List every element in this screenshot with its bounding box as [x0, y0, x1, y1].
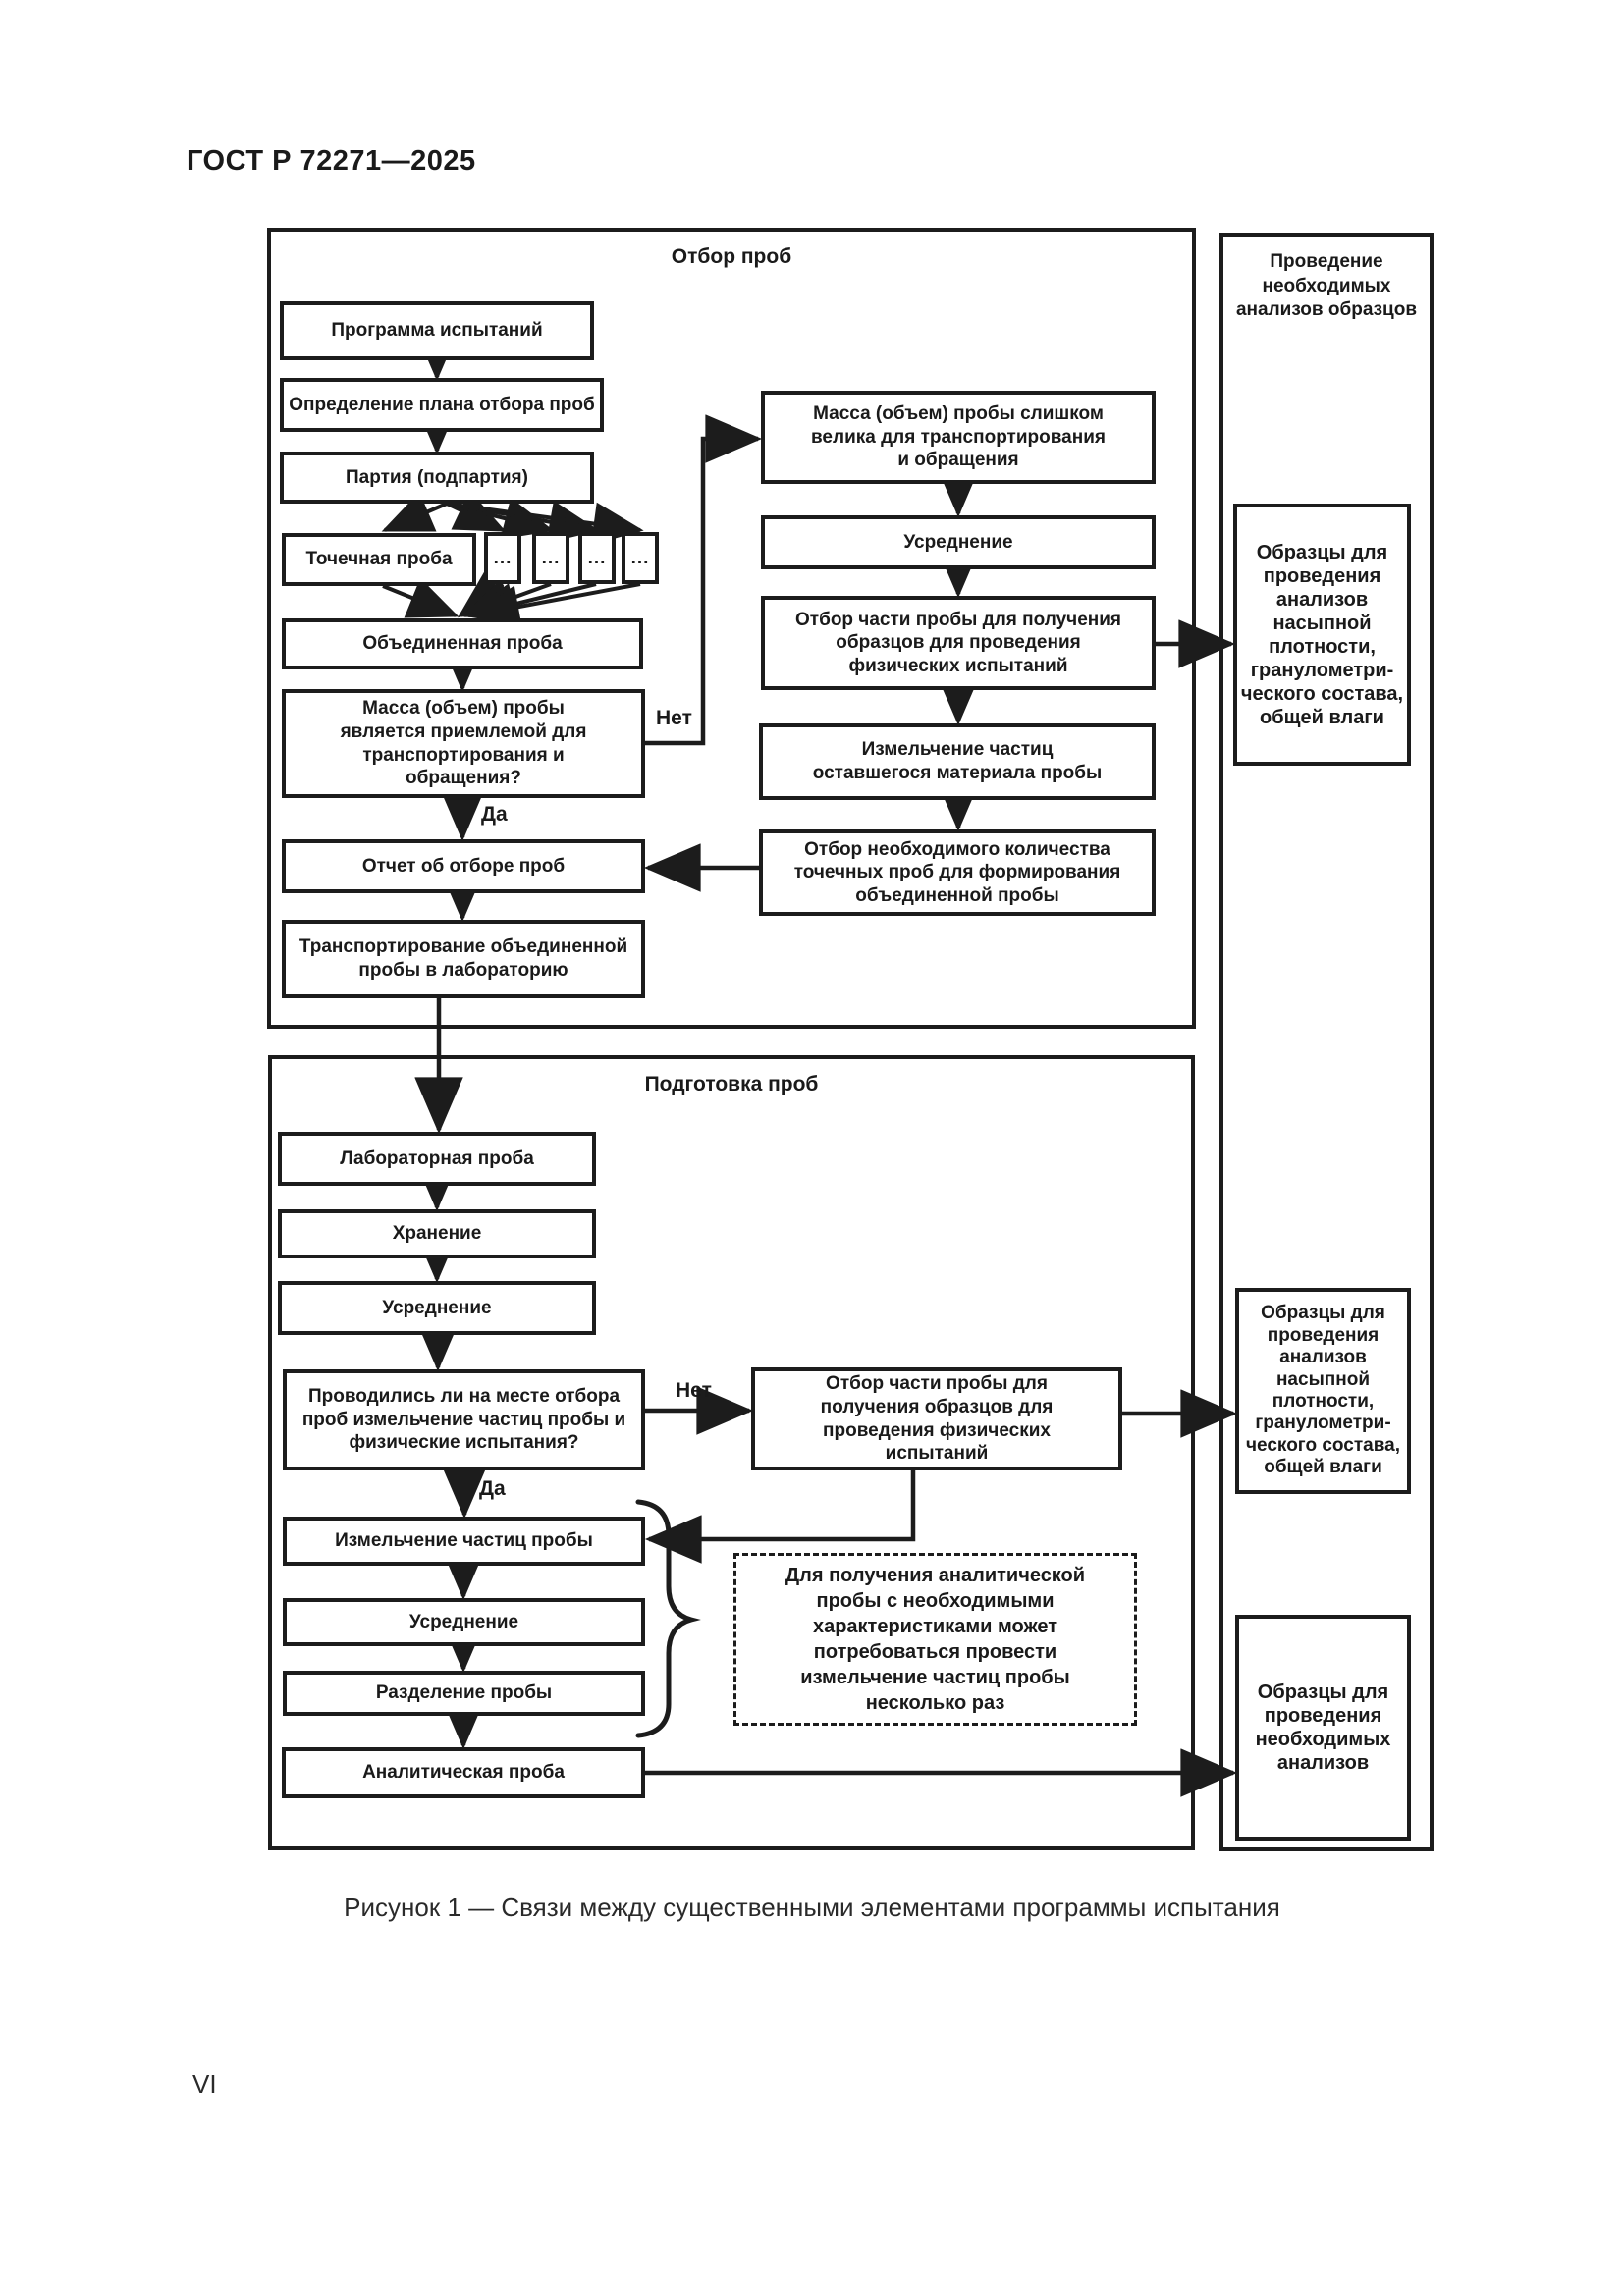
panel-analysis-title: Проведение необходимых анализов образцов — [1235, 251, 1418, 321]
box-transport-to-lab: Транспортирование объединенной пробы в л… — [282, 920, 645, 998]
label-yes-1: Да — [481, 803, 508, 826]
figure-caption: Рисунок 1 — Связи между существенными эл… — [344, 1893, 1280, 1922]
box-samples-physical-1: Образцы для проведения анализов насыпной… — [1233, 504, 1411, 766]
box-samples-required: Образцы для проведения необходимых анали… — [1235, 1615, 1411, 1841]
box-storage: Хранение — [278, 1209, 596, 1258]
box-crush-sample: Измельчение частиц пробы — [283, 1517, 645, 1566]
box-select-increments: Отбор необходимого количества точечных п… — [759, 829, 1156, 916]
box-increment-dots-1: ... — [484, 532, 521, 584]
box-mass-acceptable-question: Масса (объем) пробы является приемлемой … — [282, 689, 645, 798]
box-increment-dots-3: ... — [578, 532, 616, 584]
label-yes-2: Да — [479, 1477, 506, 1500]
box-subsample-physical-1: Отбор части пробы для получения образцов… — [761, 596, 1156, 690]
box-lab-sample: Лабораторная проба — [278, 1132, 596, 1186]
box-subsample-physical-2: Отбор части пробы для получения образцов… — [751, 1367, 1122, 1470]
box-homogenization-1: Усреднение — [761, 515, 1156, 569]
label-no-2: Нет — [676, 1379, 712, 1402]
brace — [635, 1499, 701, 1738]
box-onsite-question: Проводились ли на месте отбора проб изме… — [283, 1369, 645, 1470]
box-test-program: Программа испытаний — [280, 301, 594, 360]
section-preparation-frame: Подготовка проб — [268, 1055, 1195, 1850]
label-no-1: Нет — [656, 707, 692, 729]
panel-analysis-frame: Проведение необходимых анализов образцов — [1219, 233, 1434, 1851]
section-sampling-title: Отбор проб — [671, 245, 792, 268]
box-mass-too-large: Масса (объем) пробы слишком велика для т… — [761, 391, 1156, 484]
document-header: ГОСТ Р 72271—2025 — [187, 145, 476, 177]
box-combined-sample: Объединенная проба — [282, 618, 643, 669]
box-homogenization-2: Усреднение — [278, 1281, 596, 1335]
box-increment-dots-4: ... — [622, 532, 659, 584]
box-samples-physical-2: Образцы для проведения анализов насыпной… — [1235, 1288, 1411, 1494]
box-homogenization-3: Усреднение — [283, 1598, 645, 1646]
box-increment: Точечная проба — [282, 533, 476, 586]
box-note: Для получения аналитической пробы с необ… — [733, 1553, 1137, 1726]
box-sampling-report: Отчет об отборе проб — [282, 839, 645, 893]
box-sampling-plan: Определение плана отбора проб — [280, 378, 604, 432]
section-preparation-title: Подготовка проб — [644, 1073, 819, 1095]
page-number: VI — [192, 2069, 217, 2099]
box-lot: Партия (подпартия) — [280, 452, 594, 504]
box-divide-sample: Разделение пробы — [283, 1671, 645, 1716]
box-increment-dots-2: ... — [532, 532, 569, 584]
box-analytical-sample: Аналитическая проба — [282, 1747, 645, 1798]
box-crush-remaining: Измельчение частиц оставшегося материала… — [759, 723, 1156, 800]
